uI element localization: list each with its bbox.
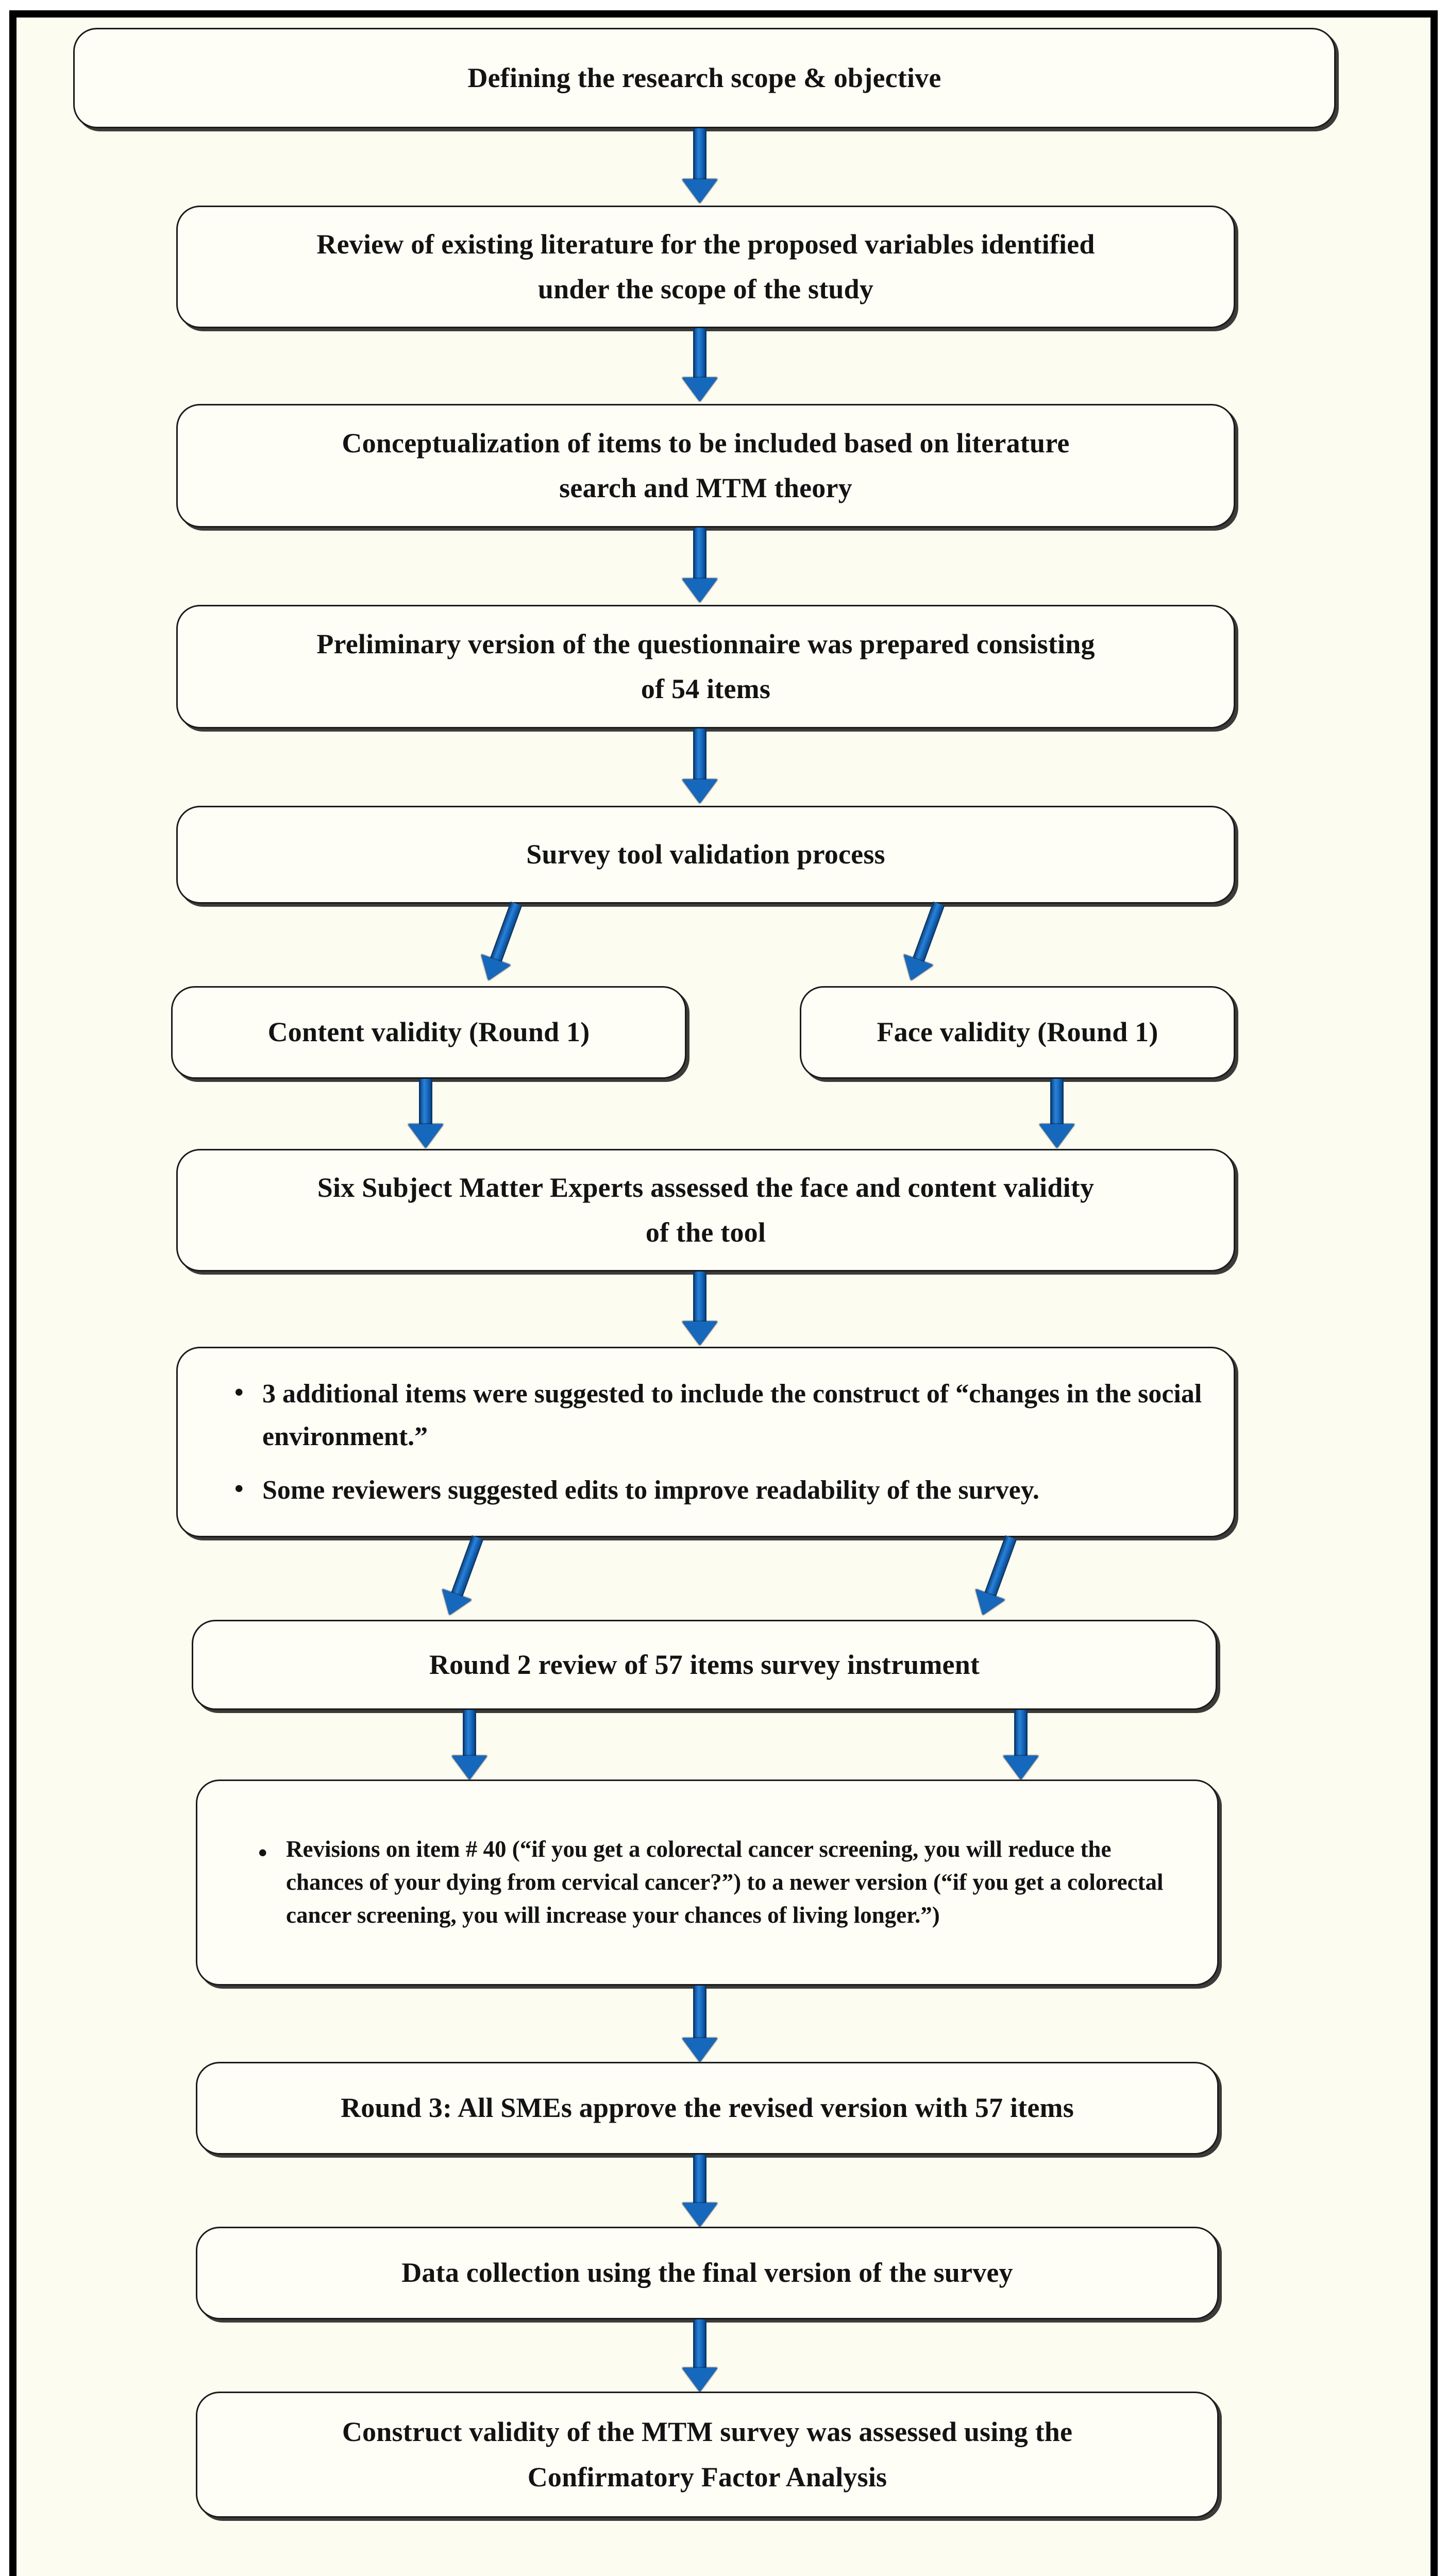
flow-node-validation-process: Survey tool validation process	[176, 806, 1235, 904]
flow-node-literature-review: Review of existing literature for the pr…	[176, 206, 1235, 328]
flow-node-bullet-list: 3 additional items were suggested to inc…	[199, 1371, 1212, 1512]
arrow-face-validity-to-smes	[1039, 1079, 1074, 1148]
flow-node-content-validity: Content validity (Round 1)	[171, 986, 686, 1079]
flow-node-label: Construct validity of the MTM survey was…	[219, 2410, 1196, 2500]
flow-node-data-collection: Data collection using the final version …	[196, 2227, 1219, 2319]
arrow-n5-to-face-validity	[896, 899, 953, 986]
flow-node-label: Survey tool validation process	[526, 839, 885, 870]
arrow-n4-to-n5	[682, 728, 717, 803]
arrow-n10-to-round3	[682, 1986, 717, 2062]
arrow-n7-to-n8	[682, 1272, 717, 1345]
flowchart-canvas: Defining the research scope & objective …	[16, 18, 1431, 2576]
flow-node-label-line1: Preliminary version of the questionnaire…	[316, 628, 1095, 659]
arrow-round3-to-data-collection	[682, 2155, 717, 2227]
flowchart-figure-frame: Defining the research scope & objective …	[9, 10, 1438, 2576]
flow-node-item40-revision: Revisions on item # 40 (“if you get a co…	[196, 1780, 1219, 1986]
flow-node-bullet-item: Revisions on item # 40 (“if you get a co…	[254, 1832, 1191, 1932]
flow-node-label: Six Subject Matter Experts assessed the …	[199, 1165, 1212, 1256]
flow-node-label-line2: search and MTM theory	[559, 472, 852, 503]
flow-node-label: Face validity (Round 1)	[877, 1016, 1158, 1048]
flow-node-construct-validity: Construct validity of the MTM survey was…	[196, 2392, 1219, 2518]
flow-node-face-validity: Face validity (Round 1)	[800, 986, 1235, 1079]
arrow-round2-to-revisions-right	[1003, 1710, 1038, 1780]
flow-node-round2-review: Round 2 review of 57 items survey instru…	[192, 1620, 1217, 1710]
flow-node-label-line1: Construct validity of the MTM survey was…	[342, 2416, 1073, 2448]
flow-node-round3-approval: Round 3: All SMEs approve the revised ve…	[196, 2062, 1219, 2155]
flow-node-round1-feedback: 3 additional items were suggested to inc…	[176, 1347, 1235, 1537]
flow-node-label: Content validity (Round 1)	[267, 1016, 590, 1048]
flow-node-label: Conceptualization of items to be include…	[199, 421, 1212, 511]
arrow-n3-to-n4	[682, 528, 717, 602]
flow-node-bullet-list: Revisions on item # 40 (“if you get a co…	[223, 1832, 1191, 1932]
arrow-n5-to-content-validity	[474, 899, 531, 986]
arrow-n1-to-n2	[682, 128, 717, 203]
arrow-n8-to-round2-left	[435, 1532, 492, 1620]
flow-node-label: Preliminary version of the questionnaire…	[199, 622, 1212, 712]
flow-node-label-line1: Six Subject Matter Experts assessed the …	[317, 1172, 1095, 1203]
flow-node-sme-assessment: Six Subject Matter Experts assessed the …	[176, 1149, 1235, 1272]
arrow-n2-to-n3	[682, 328, 717, 401]
flow-node-bullet-item: Some reviewers suggested edits to improv…	[230, 1468, 1212, 1512]
flow-node-label: Round 3: All SMEs approve the revised ve…	[341, 2092, 1074, 2124]
flow-node-label: Review of existing literature for the pr…	[199, 222, 1212, 312]
arrow-content-validity-to-smes	[408, 1079, 443, 1148]
flow-node-label: Round 2 review of 57 items survey instru…	[429, 1649, 980, 1680]
flow-node-label: Data collection using the final version …	[401, 2257, 1013, 2289]
flow-node-conceptualization: Conceptualization of items to be include…	[176, 404, 1235, 528]
flow-node-defining-scope: Defining the research scope & objective	[73, 28, 1336, 128]
flow-node-label-line2: Confirmatory Factor Analysis	[527, 2461, 887, 2493]
flow-node-label-line2: under the scope of the study	[537, 274, 874, 304]
arrow-round2-to-revisions-left	[452, 1710, 487, 1780]
flow-node-label: Defining the research scope & objective	[467, 62, 941, 93]
flow-node-label-line2: of 54 items	[641, 673, 771, 704]
arrow-data-collection-to-construct-validity	[682, 2319, 717, 2392]
arrow-n8-to-round2-right	[968, 1532, 1025, 1620]
flow-node-label-line2: of the tool	[645, 1217, 766, 1248]
flow-node-label-line1: Conceptualization of items to be include…	[342, 427, 1070, 459]
flow-node-bullet-item: 3 additional items were suggested to inc…	[230, 1371, 1212, 1458]
flow-node-preliminary-questionnaire: Preliminary version of the questionnaire…	[176, 605, 1235, 728]
flow-node-label-line1: Review of existing literature for the pr…	[316, 228, 1095, 260]
